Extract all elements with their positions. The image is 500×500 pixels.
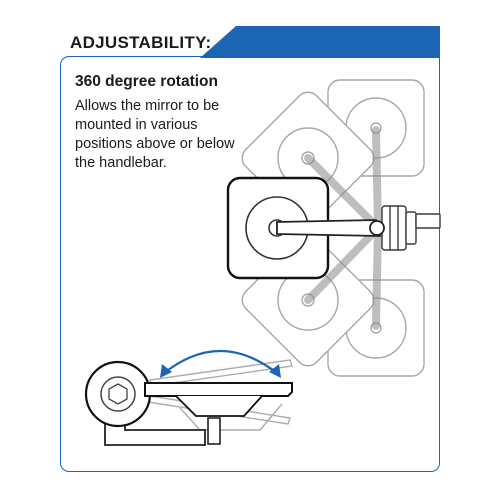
section-title: ADJUSTABILITY:: [70, 33, 212, 52]
mirror-tilt-icon: [84, 349, 293, 446]
header-band: [200, 26, 440, 58]
mirror-rotation-icon: [226, 79, 441, 377]
feature-description: Allows the mirror to be mounted in vario…: [75, 98, 235, 171]
feature-title: 360 degree rotation: [75, 73, 218, 90]
content-card: [60, 56, 440, 472]
